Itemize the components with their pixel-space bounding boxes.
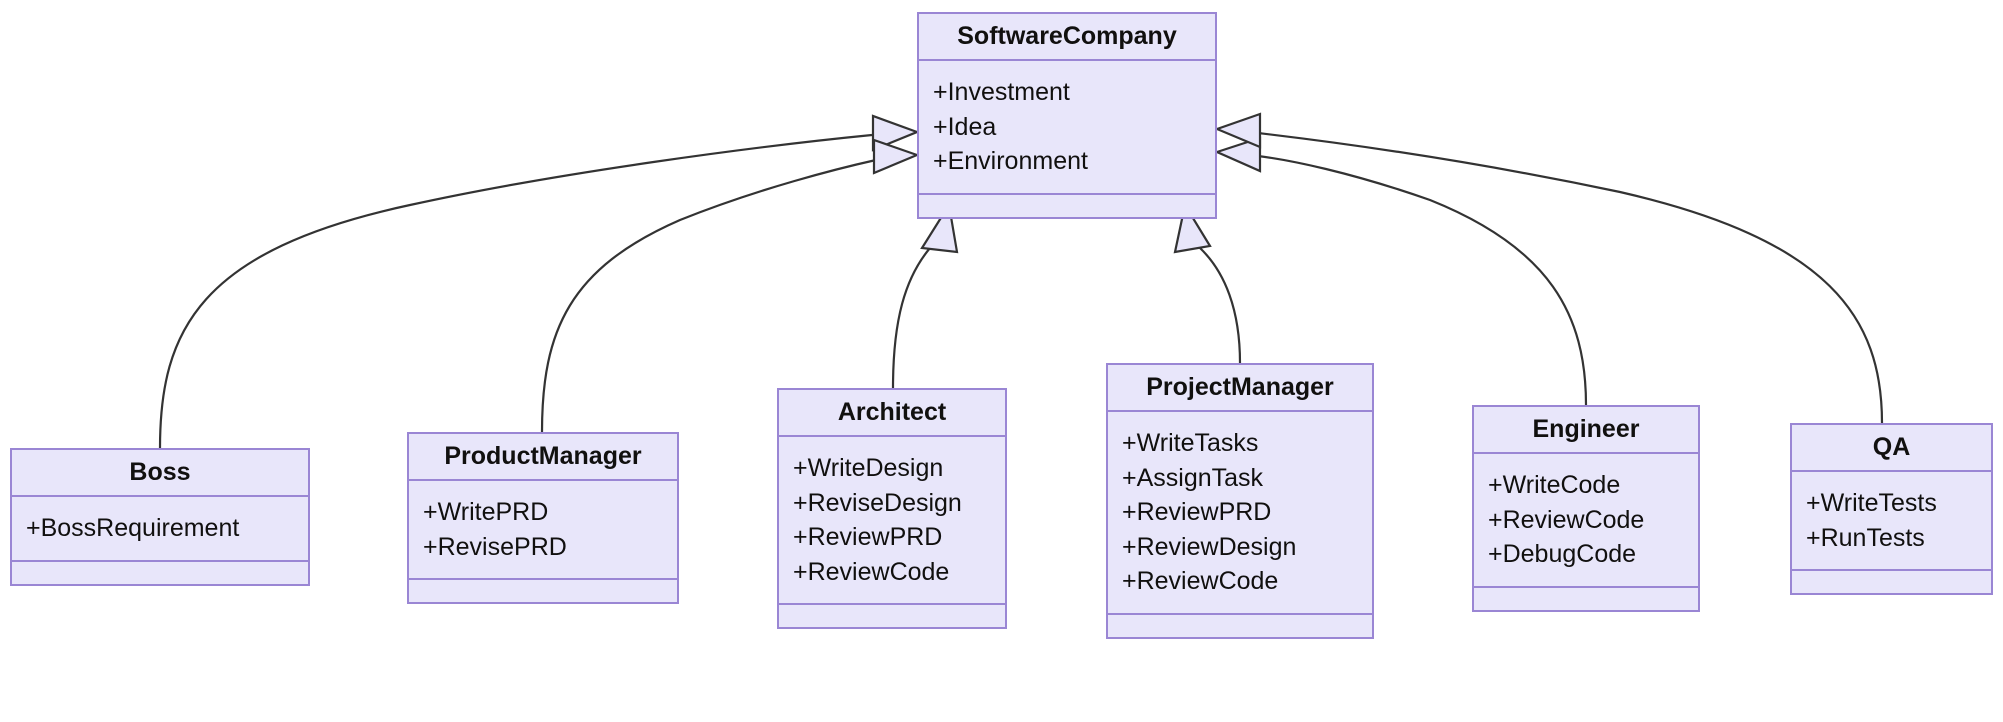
edge-projectmanager-to-softwarecompany (1199, 247, 1242, 364)
attribute-row: +RevisePRD (423, 532, 567, 561)
class-node-qa[interactable]: QA +WriteTests +RunTests (1790, 423, 1993, 596)
class-methods-qa (1792, 571, 1991, 593)
class-attributes-software-company: +Investment +Idea +Environment (919, 61, 1215, 195)
attribute-row: +WriteTests (1806, 489, 1937, 518)
attribute-row: +ReviewCode (1122, 567, 1279, 596)
attribute-row: +RunTests (1806, 523, 1925, 552)
arrowhead-qa-inheritance (1213, 112, 1262, 149)
class-title-qa: QA (1792, 425, 1991, 473)
class-title-boss: Boss (12, 450, 308, 498)
class-node-product-manager[interactable]: ProductManager +WritePRD +RevisePRD (407, 432, 679, 605)
attribute-row: +Idea (933, 112, 997, 141)
class-title-product-manager: ProductManager (409, 434, 677, 482)
class-methods-engineer (1474, 588, 1698, 610)
class-methods-project-manager (1108, 615, 1372, 637)
attribute-row: +ReviewPRD (793, 523, 943, 552)
class-attributes-architect: +WriteDesign +ReviseDesign +ReviewPRD +R… (779, 437, 1005, 606)
class-title-engineer: Engineer (1474, 407, 1698, 455)
class-methods-product-manager (409, 580, 677, 602)
attribute-row: +WriteDesign (793, 454, 944, 483)
attribute-row: +ReviewCode (1488, 505, 1645, 534)
class-attributes-qa: +WriteTests +RunTests (1792, 472, 1991, 572)
class-node-software-company[interactable]: SoftwareCompany +Investment +Idea +Envir… (917, 12, 1217, 219)
attribute-row: +ReviseDesign (793, 488, 962, 517)
class-node-boss[interactable]: Boss +BossRequirement (10, 448, 310, 586)
class-node-engineer[interactable]: Engineer +WriteCode +ReviewCode +DebugCo… (1472, 405, 1700, 612)
class-title-project-manager: ProjectManager (1108, 365, 1372, 413)
attribute-row: +ReviewDesign (1122, 532, 1297, 561)
arrowhead-productmanager-inheritance (872, 138, 921, 175)
attribute-row: +BossRequirement (26, 514, 240, 543)
class-node-architect[interactable]: Architect +WriteDesign +ReviseDesign +Re… (777, 388, 1007, 630)
attribute-row: +WriteCode (1488, 471, 1621, 500)
class-title-software-company: SoftwareCompany (919, 14, 1215, 62)
class-methods-architect (779, 605, 1005, 627)
attribute-row: +Investment (933, 78, 1070, 107)
class-methods-boss (12, 562, 308, 584)
attribute-row: +WritePRD (423, 498, 549, 527)
attribute-row: +ReviewCode (793, 557, 950, 586)
class-attributes-engineer: +WriteCode +ReviewCode +DebugCode (1474, 454, 1698, 588)
attribute-row: +WriteTasks (1122, 429, 1259, 458)
class-node-project-manager[interactable]: ProjectManager +WriteTasks +AssignTask +… (1106, 363, 1374, 639)
attribute-row: +AssignTask (1122, 463, 1264, 492)
arrowhead-boss-inheritance (871, 114, 921, 152)
class-title-architect: Architect (779, 390, 1005, 438)
attribute-row: +Environment (933, 147, 1088, 176)
class-attributes-boss: +BossRequirement (12, 497, 308, 562)
class-attributes-project-manager: +WriteTasks +AssignTask +ReviewPRD +Revi… (1108, 412, 1372, 615)
class-methods-software-company (919, 195, 1215, 217)
attribute-row: +DebugCode (1488, 540, 1637, 569)
edge-architect-to-softwarecompany (891, 247, 931, 389)
edge-boss-to-softwarecompany (158, 133, 873, 449)
attribute-row: +ReviewPRD (1122, 498, 1272, 527)
class-attributes-product-manager: +WritePRD +RevisePRD (409, 481, 677, 581)
arrowhead-engineer-inheritance (1213, 136, 1262, 173)
